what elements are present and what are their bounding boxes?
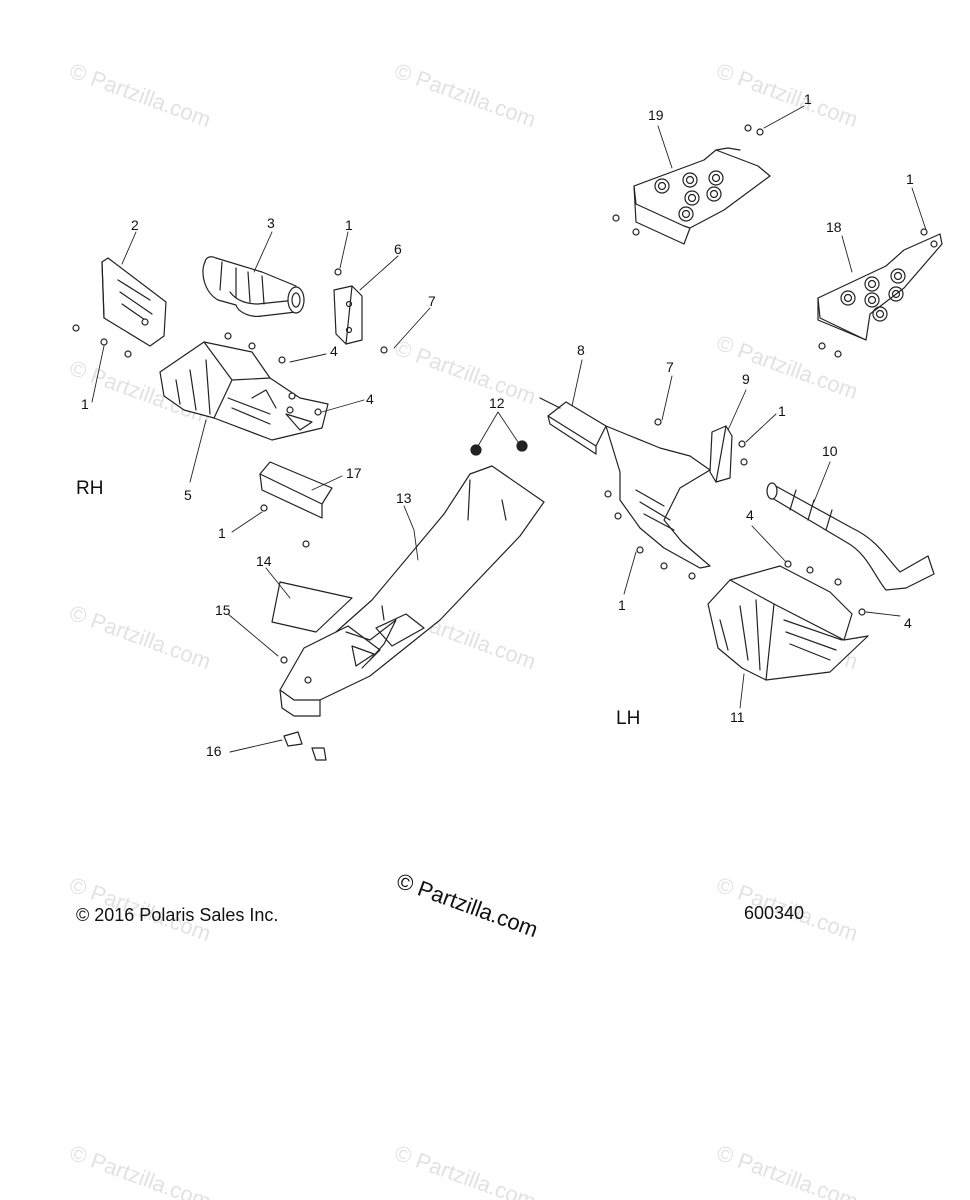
callout-3: 3: [267, 215, 275, 231]
callout-1: 1: [218, 525, 226, 541]
part-14-label: [271, 581, 353, 633]
part-5-shield: [159, 341, 329, 441]
leader-lines: [91, 105, 927, 753]
callout-1: 1: [906, 171, 914, 187]
callout-1: 1: [804, 91, 812, 107]
part-9-mount: [709, 425, 733, 483]
part-18-footrest: [817, 233, 943, 341]
part-16-clips: [283, 731, 327, 761]
callout-8: 8: [577, 342, 585, 358]
part-3-tube: [202, 256, 305, 317]
callout-19: 19: [648, 107, 664, 123]
side-label-lh: LH: [616, 708, 641, 729]
part-19-footrest: [633, 147, 771, 245]
part-12-grommets: [470, 440, 528, 456]
callout-7: 7: [428, 293, 436, 309]
side-label-rh: RH: [76, 478, 104, 499]
callout-14: 14: [256, 553, 272, 569]
part-10-tube: [766, 482, 935, 591]
callout-15: 15: [215, 602, 231, 618]
lh-bracket-plate: [605, 425, 711, 569]
callout-1: 1: [81, 396, 89, 412]
part-11-shield: [707, 565, 869, 681]
diagram-number: 600340: [744, 903, 805, 923]
part-17-bracket: [259, 461, 333, 519]
callout-2: 2: [131, 217, 139, 233]
callout-10: 10: [822, 443, 838, 459]
fasteners: [72, 124, 938, 684]
callout-12: 12: [489, 395, 505, 411]
part-2-bracket: [101, 257, 167, 347]
callout-13: 13: [396, 490, 412, 506]
callout-4: 4: [746, 507, 754, 523]
callout-7: 7: [666, 359, 674, 375]
callout-9: 9: [742, 371, 750, 387]
part-13-skid-plate: [279, 465, 545, 717]
callout-11: 11: [730, 709, 745, 725]
callout-16: 16: [206, 743, 222, 759]
callout-4: 4: [330, 343, 338, 359]
callout-5: 5: [184, 487, 192, 503]
callout-18: 18: [826, 219, 842, 235]
copyright-text: © 2016 Polaris Sales Inc.: [76, 905, 279, 925]
callout-1: 1: [778, 403, 786, 419]
callout-4: 4: [904, 615, 912, 631]
part-8-bracket: [539, 397, 607, 455]
part-6-mount: [333, 285, 363, 345]
callout-17: 17: [346, 465, 362, 481]
callout-6: 6: [394, 241, 402, 257]
callout-1: 1: [618, 597, 626, 613]
callout-1: 1: [345, 217, 353, 233]
callout-4: 4: [366, 391, 374, 407]
